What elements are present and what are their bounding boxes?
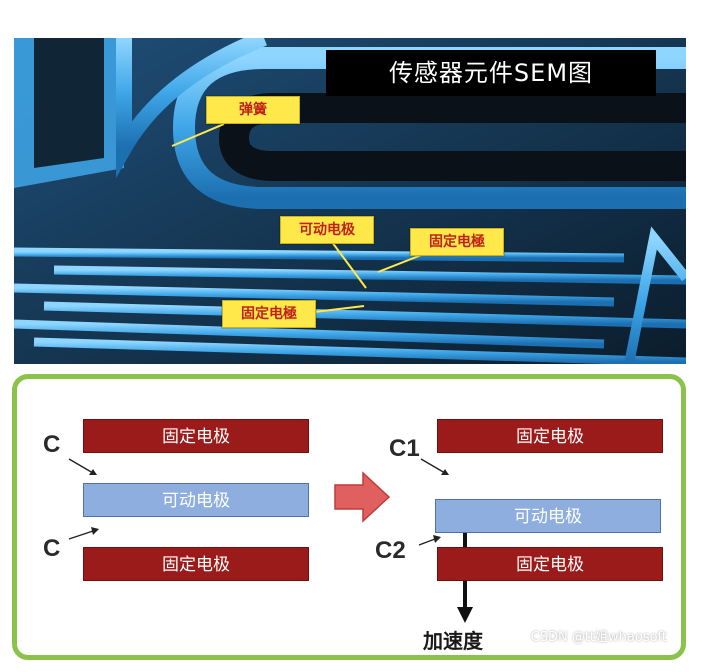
right-fixed-plate-top: 固定电极: [437, 419, 663, 453]
label-fixed-electrode-right: 固定电極: [410, 228, 504, 256]
left-cap-pointer-bottom: [68, 527, 99, 540]
transition-arrow: [334, 471, 391, 523]
right-cap-pointer-bottom: [418, 535, 441, 546]
sem-comb-fingers: [14, 209, 686, 364]
label-movable-electrode: 可动电极: [280, 216, 374, 244]
capacitor-schematic-panel: 固定电极 可动电极 固定电极 C C 固定电极 可动电极 固定电极 C1 C2 …: [12, 374, 686, 660]
sem-label-pointers: [171, 123, 425, 313]
left-cap-label-top: C: [43, 431, 61, 458]
left-fixed-plate-top: 固定电极: [83, 419, 309, 453]
sem-title: 传感器元件SEM图: [326, 50, 656, 96]
left-cap-label-bottom: C: [43, 535, 61, 562]
label-spring: 弹簧: [206, 96, 300, 124]
sem-anchor-gap: [34, 38, 104, 168]
label-fixed-electrode-bottom: 固定电極: [222, 300, 316, 328]
right-cap-label-bottom: C2: [375, 537, 406, 564]
sem-spring-beam-inner: [116, 38, 267, 179]
schematic-arrows: [68, 458, 473, 623]
right-cap-pointer-top: [420, 458, 449, 475]
sem-right-truss: [624, 226, 686, 364]
watermark: CSDN @tt姐whaosoft: [530, 630, 667, 645]
left-fixed-plate-bottom: 固定电极: [83, 547, 309, 581]
right-fixed-plate-bottom: 固定电极: [437, 547, 663, 581]
sem-image-panel: 传感器元件SEM图 弹簧 可动电极 固定电極 固定电極: [14, 38, 686, 364]
left-cap-pointer-top: [68, 458, 97, 475]
left-movable-plate: 可动电极: [83, 483, 309, 517]
right-movable-plate: 可动电极: [435, 499, 661, 533]
right-cap-label-top: C1: [389, 435, 420, 462]
acceleration-label: 加速度: [423, 629, 483, 653]
